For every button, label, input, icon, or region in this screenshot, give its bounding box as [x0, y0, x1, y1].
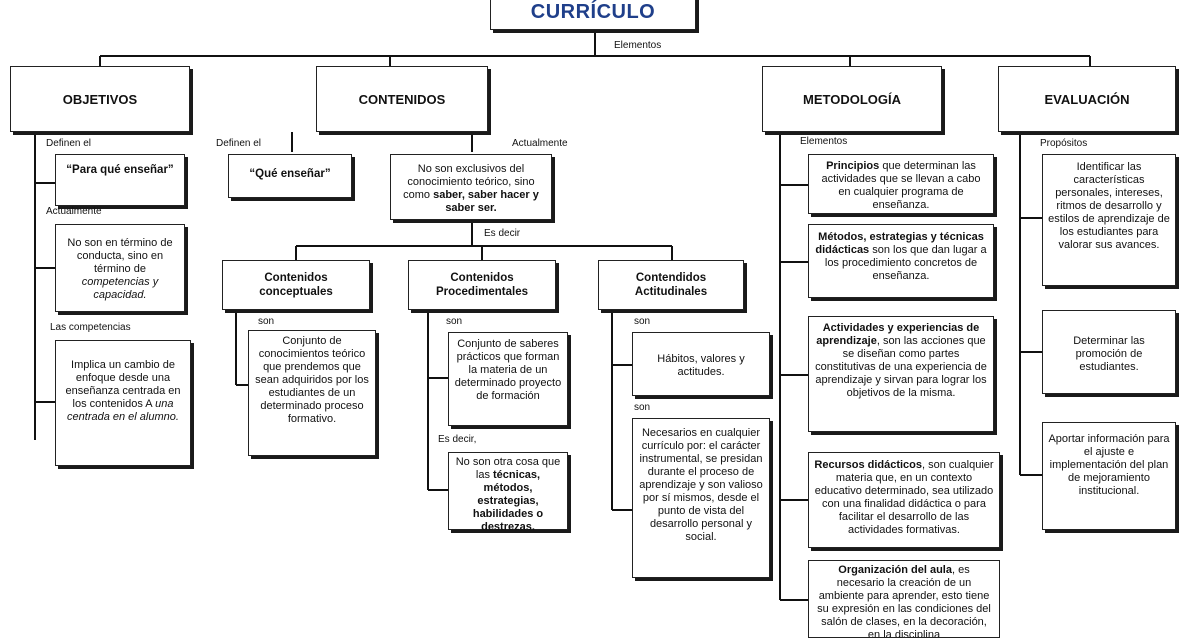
objetivos-link-2: Actualmente [46, 206, 102, 217]
procedimentales-box-1: Conjunto de saberes prácticos que forman… [448, 332, 568, 426]
evaluacion-box-1: Identificar las características personal… [1042, 154, 1176, 286]
objetivos-box1-text: “Para qué enseñar” [66, 164, 174, 176]
contenidos-box-right-bold: saber, saber hacer y saber ser. [433, 189, 539, 214]
metodologia-item3-bold: Actividades y experiencias de aprendizaj… [816, 322, 980, 347]
objetivos-box3-text: Implica un cambio de enfoque desde una e… [65, 359, 181, 410]
metodologia-link: Elementos [800, 136, 848, 147]
objetivos-box2-italic: competencias y capacidad. [81, 276, 159, 301]
procedimentales-box2-text: No son otra cosa que las [455, 456, 561, 481]
title-box: CURRÍCULO [490, 0, 696, 30]
metodologia-item1-bold: Principios [826, 160, 880, 172]
metodologia-item-principios: Principios que determinan las actividade… [808, 154, 994, 214]
evaluacion-link: Propósitos [1040, 138, 1088, 149]
contenidos-box-right-text: No son exclusivos del conocimiento teóri… [403, 163, 535, 201]
contenidos-link-left: Definen el [216, 138, 262, 149]
metodologia-item-metodos: Métodos, estrategias y técnicas didáctic… [808, 224, 994, 298]
conceptuales-header: Contenidos conceptuales [222, 260, 370, 310]
objetivos-box3-italic: una centrada en el alumno. [67, 398, 179, 423]
metodologia-item5-bold: Organización del aula [838, 564, 952, 576]
conceptuales-box-text: Conjunto de conocimientos teórico que pr… [255, 335, 369, 425]
metodologia-item2-bold: Métodos, estrategias y técnicas didáctic… [815, 231, 984, 256]
evaluacion-box-2: Determinar las promoción de estudiantes. [1042, 310, 1176, 394]
objetivos-box-para-que: “Para qué enseñar” [55, 154, 185, 206]
contenidos-header-label: CONTENIDOS [358, 91, 446, 107]
objetivos-header: OBJETIVOS [10, 66, 190, 132]
evaluacion-box1-text: Identificar las características personal… [1048, 161, 1170, 251]
metodologia-header: METODOLOGÍA [762, 66, 942, 132]
actitudinales-link-1: son [634, 316, 651, 327]
actitudinales-link-2: son [634, 402, 651, 413]
evaluacion-header-label: EVALUACIÓN [1044, 91, 1130, 107]
metodologia-item4-bold: Recursos didácticos [814, 459, 923, 471]
metodologia-item-organizacion: Organización del aula, es necesario la c… [808, 560, 1000, 638]
procedimentales-link-1: son [446, 316, 463, 327]
evaluacion-box3-text: Aportar información para el ajuste e imp… [1048, 433, 1170, 497]
evaluacion-box2-text: Determinar las promoción de estudiantes. [1073, 335, 1145, 373]
contenidos-box-left-text: “Qué enseñar” [249, 168, 331, 180]
metodologia-item3-text: , son las acciones que se diseñan como p… [815, 335, 987, 399]
contenidos-header: CONTENIDOS [316, 66, 488, 132]
metodologia-item4-text: , son cualquier materia que, en un conte… [814, 459, 994, 536]
procedimentales-box-2: No son otra cosa que las técnicas, métod… [448, 452, 568, 533]
objetivos-link-3: Las competencias [50, 322, 131, 333]
objetivos-box-competencias: Implica un cambio de enfoque desde una e… [55, 340, 191, 466]
objetivos-box2-text: No son en término de conducta, sino en t… [67, 237, 173, 275]
actitudinales-box1-text: Hábitos, valores y actitudes. [657, 353, 745, 378]
objetivos-link-1: Definen el [46, 138, 92, 149]
metodologia-item2-text: son los que dan lugar a los procedimient… [824, 244, 987, 282]
contenidos-box-que-ensenar: “Qué enseñar” [228, 154, 352, 198]
contenidos-link-esdecir: Es decir [484, 228, 521, 239]
metodologia-item1-text: que determinan las actividades que se ll… [821, 160, 981, 211]
procedimentales-header: Contenidos Procedimentales [408, 260, 556, 310]
contenidos-link-right: Actualmente [512, 138, 568, 149]
actitudinales-box-1: Hábitos, valores y actitudes. [632, 332, 770, 396]
evaluacion-header: EVALUACIÓN [998, 66, 1176, 132]
diagram-title: CURRÍCULO [530, 0, 656, 23]
contenidos-box-actualmente: No son exclusivos del conocimiento teóri… [390, 154, 552, 220]
conceptuales-link: son [258, 316, 275, 327]
conceptuales-box: Conjunto de conocimientos teórico que pr… [248, 330, 376, 456]
link-elementos: Elementos [614, 40, 662, 51]
procedimentales-box1-text: Conjunto de saberes prácticos que forman… [454, 338, 562, 402]
actitudinales-box2-text: Necesarios en cualquier currículo por: e… [639, 427, 763, 543]
metodologia-item-recursos: Recursos didácticos, son cualquier mater… [808, 452, 1000, 548]
metodologia-header-label: METODOLOGÍA [803, 91, 901, 107]
actitudinales-header: Contendidos Actitudinales [598, 260, 744, 310]
conceptuales-header-label: Contenidos conceptuales [259, 272, 333, 298]
procedimentales-link-2: Es decir, [438, 434, 477, 445]
actitudinales-header-label: Contendidos Actitudinales [634, 272, 708, 298]
evaluacion-box-3: Aportar información para el ajuste e imp… [1042, 422, 1176, 530]
procedimentales-box2-bold: técnicas, métodos, estrategias, habilida… [472, 469, 544, 533]
objetivos-box-actualmente: No son en término de conducta, sino en t… [55, 224, 185, 312]
metodologia-item-actividades: Actividades y experiencias de aprendizaj… [808, 316, 994, 432]
metodologia-item5-text: , es necesario la creación de un ambient… [817, 564, 991, 638]
procedimentales-header-label: Contenidos Procedimentales [435, 272, 529, 298]
actitudinales-box-2: Necesarios en cualquier currículo por: e… [632, 418, 770, 578]
objetivos-header-label: OBJETIVOS [62, 91, 138, 107]
